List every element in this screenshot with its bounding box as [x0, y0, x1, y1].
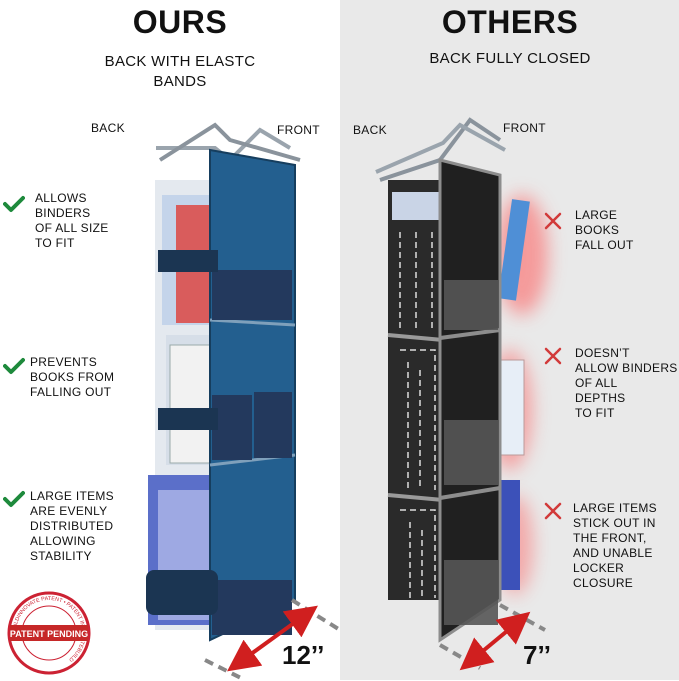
ours-organizer	[146, 122, 301, 642]
ours-subtitle-line1: BACK WITH ELASTC	[104, 53, 256, 70]
ours-feature-2: PREVENTS BOOKS FROM FALLING OUT	[30, 355, 115, 399]
seal-label: PATENT PENDING	[10, 629, 88, 639]
ours-back-label: BACK	[91, 121, 125, 135]
ours-title: OURS	[132, 4, 228, 40]
ours-dimension-guides	[204, 598, 342, 680]
others-feature-2: DOESN’T ALLOW BINDERS OF ALL DEPTHS TO F…	[575, 346, 678, 420]
cross-icon	[543, 211, 563, 236]
others-feature-3: LARGE ITEMS STICK OUT IN THE FRONT, AND …	[573, 501, 657, 590]
check-icon	[3, 357, 25, 380]
ours-dimension-label: 12’’	[282, 640, 325, 670]
ours-subtitle: BACK WITH ELASTC BANDS	[80, 52, 280, 92]
check-icon	[3, 195, 25, 218]
others-front-label: FRONT	[503, 121, 546, 135]
ours-front-label: FRONT	[277, 123, 320, 137]
patent-pending-seal: BUILDINNOVATE PATENT • PATENT INNOVATEBU…	[6, 590, 92, 676]
others-subtitle: BACK FULLY CLOSED	[429, 50, 591, 67]
ours-subtitle-line2: BANDS	[153, 73, 207, 90]
check-icon	[3, 490, 25, 513]
others-feature-1: LARGE BOOKS FALL OUT	[575, 208, 634, 252]
ours-feature-3: LARGE ITEMS ARE EVENLY DISTRIBUTED ALLOW…	[30, 489, 114, 563]
others-dimension-label: 7’’	[523, 640, 551, 670]
cross-icon	[543, 346, 563, 371]
others-title: OTHERS	[441, 4, 579, 40]
ours-feature-1: ALLOWS BINDERS OF ALL SIZE TO FIT	[35, 191, 109, 250]
others-dimension-guides	[439, 603, 546, 671]
others-organizer	[375, 117, 530, 643]
cross-icon	[543, 501, 563, 526]
others-back-label: BACK	[353, 123, 387, 137]
